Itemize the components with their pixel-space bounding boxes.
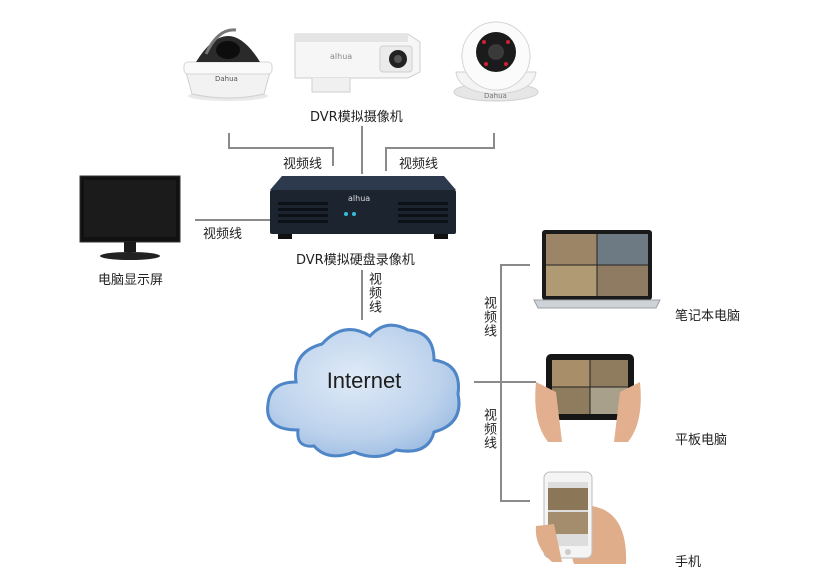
turret-camera-brand: Dahua: [484, 92, 507, 100]
phone-label: 手机: [675, 555, 702, 570]
internet-client-link: [474, 381, 502, 383]
phone-link-label: 视频线: [479, 408, 498, 450]
camera-bus-right: [385, 147, 495, 149]
monitor-label: 电脑显示屏: [98, 273, 164, 288]
tablet-label: 平板电脑: [675, 433, 728, 448]
cam-left-link-label: 视频线: [283, 157, 323, 172]
internet-label: Internet: [326, 368, 402, 393]
dvr-internet-link-label: 视频线: [364, 272, 383, 314]
phone-image: [534, 466, 630, 564]
dvr-image: alhua: [268, 172, 458, 242]
laptop-link-label: 视频线: [479, 296, 498, 338]
camera-center-drop: [361, 126, 363, 174]
bullet-camera-image: alhua: [290, 26, 430, 96]
dvr-brand: alhua: [348, 194, 371, 203]
monitor-link-label: 视频线: [203, 227, 243, 242]
monitor-link: [195, 219, 270, 221]
cam-right-link-label: 视频线: [399, 157, 439, 172]
turret-camera-image: Dahua: [446, 12, 546, 104]
laptop-label: 笔记本电脑: [675, 309, 741, 324]
client-trunk: [500, 264, 502, 502]
camera-bus-left: [228, 147, 333, 149]
client-phone-branch: [500, 500, 530, 502]
camera-bus-left-drop: [228, 133, 230, 149]
camera-bus-right-drop: [493, 133, 495, 149]
laptop-image: [532, 228, 662, 312]
client-tablet-branch: [500, 381, 536, 383]
camera-group-label: DVR模拟摄像机: [310, 110, 403, 125]
dome-camera-brand: Dahua: [215, 75, 238, 83]
client-laptop-branch: [500, 264, 530, 266]
camera-bus-left-down: [332, 147, 334, 166]
camera-bus-right-down: [385, 147, 387, 171]
internet-cloud: Internet: [258, 312, 470, 462]
dome-camera-image: Dahua: [178, 14, 278, 102]
dvr-label: DVR模拟硬盘录像机: [296, 253, 415, 268]
dvr-internet-link: [361, 270, 363, 320]
tablet-image: [532, 352, 644, 444]
bullet-camera-brand: alhua: [330, 52, 353, 61]
monitor-image: [78, 174, 186, 262]
